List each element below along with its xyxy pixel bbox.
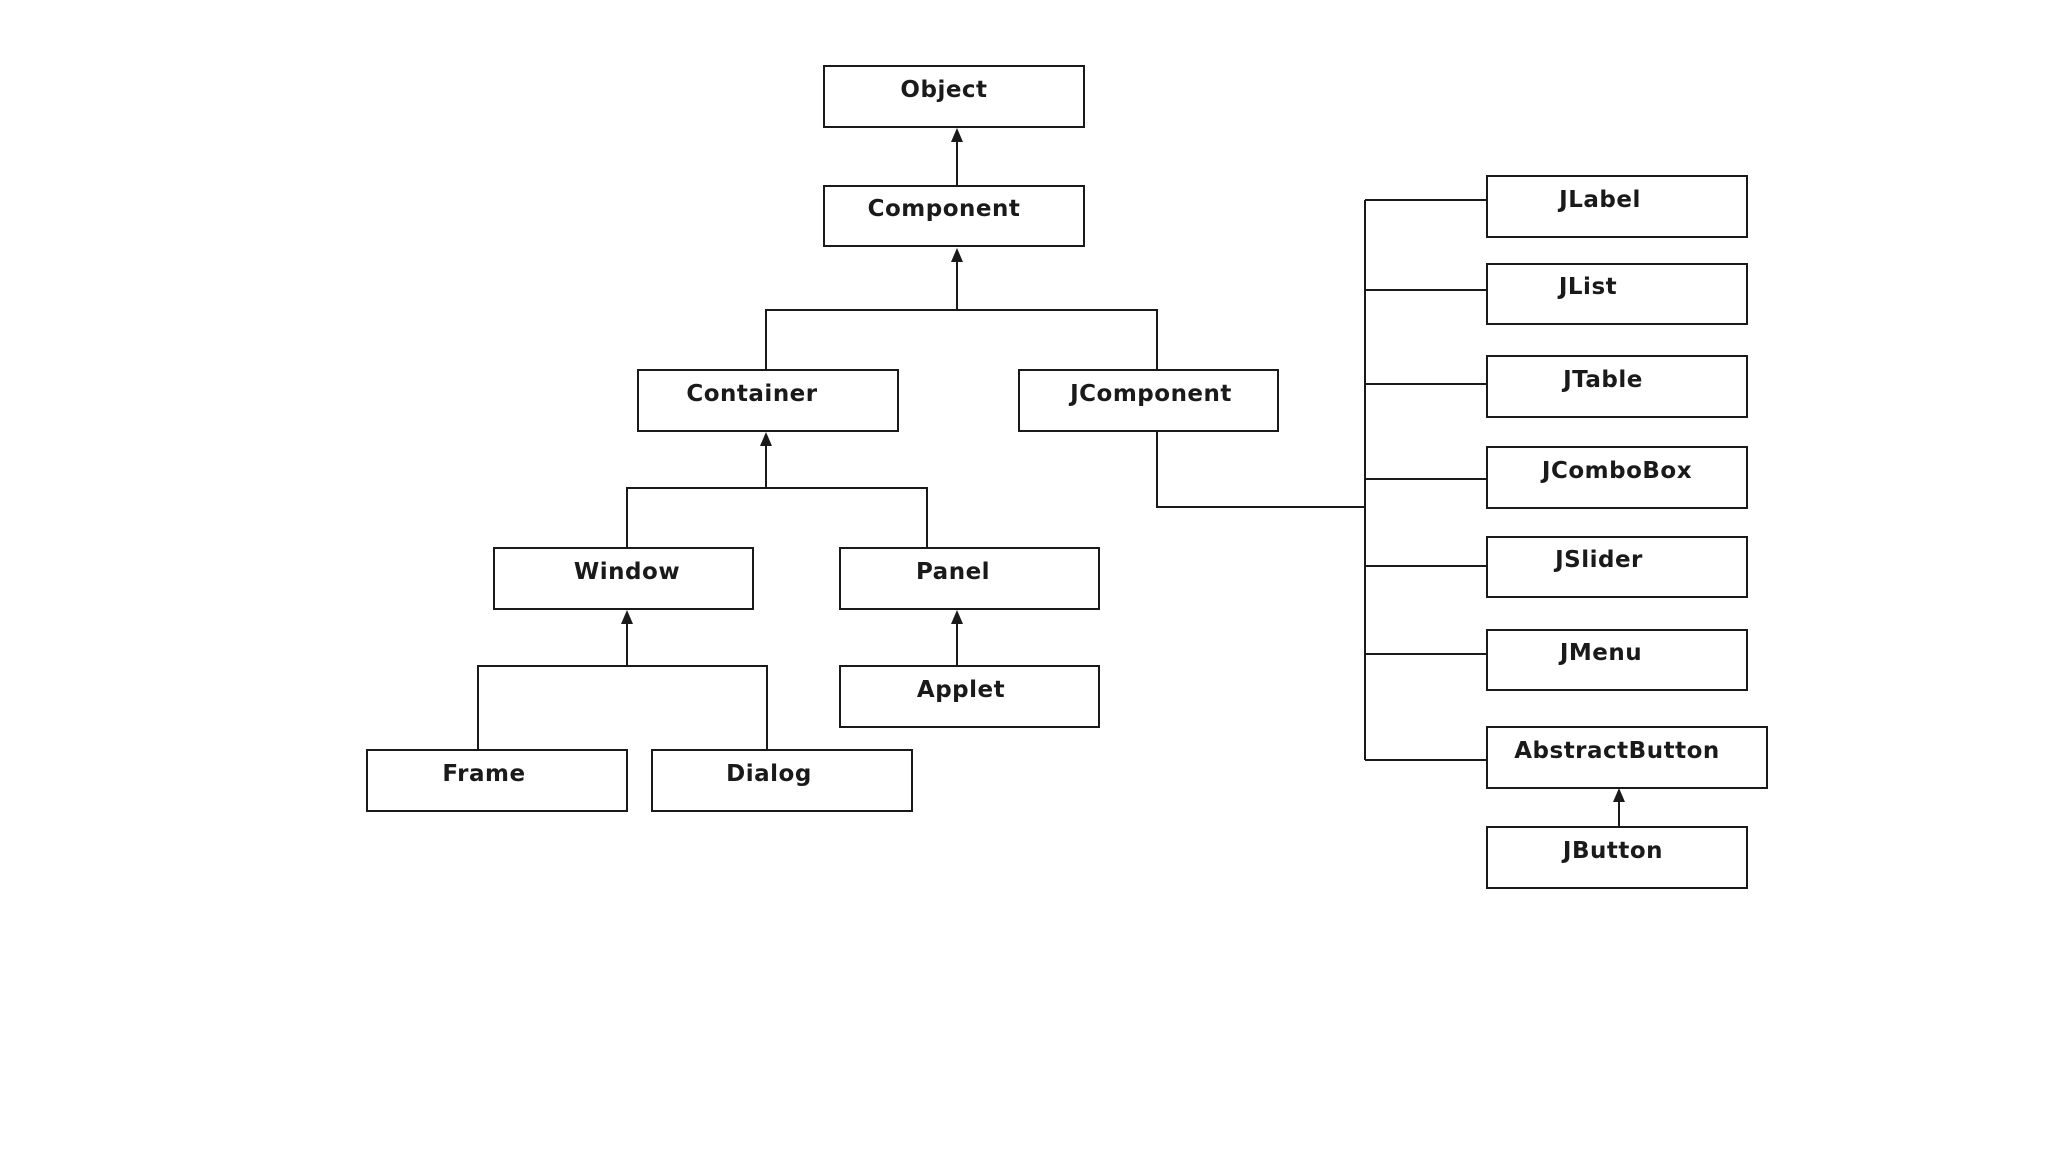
class-node-frame: Frame [366, 749, 628, 812]
arrowhead-window [621, 610, 633, 624]
class-label-jslider: JSlider [1553, 547, 1643, 573]
class-label-container: Container [686, 381, 817, 407]
class-label-frame: Frame [442, 761, 525, 787]
class-label-dialog: Dialog [726, 761, 812, 787]
class-label-window: Window [574, 559, 680, 585]
class-node-jmenu: JMenu [1486, 629, 1748, 691]
arrowhead-object [951, 128, 963, 142]
arrowhead-container [760, 432, 772, 446]
class-node-jtable: JTable [1486, 355, 1748, 418]
edge-container-jcomponent-component [765, 252, 1158, 370]
class-node-abstractbutton: AbstractButton [1486, 726, 1768, 789]
class-label-jcombobox: JComboBox [1540, 458, 1692, 484]
class-label-jlabel: JLabel [1557, 187, 1641, 213]
class-node-object: Object [823, 65, 1085, 128]
class-label-jmenu: JMenu [1558, 640, 1642, 666]
class-node-component: Component [823, 185, 1085, 247]
edge-frame-dialog-window [477, 614, 768, 750]
class-node-window: Window [493, 547, 754, 610]
class-node-jlabel: JLabel [1486, 175, 1748, 238]
class-label-jcomponent: JComponent [1068, 381, 1232, 407]
class-label-object: Object [900, 77, 987, 103]
class-label-jlist: JList [1557, 274, 1617, 300]
class-label-abstractbutton: AbstractButton [1514, 738, 1720, 764]
class-label-applet: Applet [917, 677, 1005, 703]
arrowhead-component [951, 248, 963, 262]
class-label-jbutton: JButton [1561, 838, 1663, 864]
class-label-jtable: JTable [1561, 367, 1643, 393]
class-label-panel: Panel [916, 559, 990, 585]
class-node-jcomponent: JComponent [1018, 369, 1279, 432]
edge-jcomponent-trunk [1156, 199, 1487, 761]
class-node-jcombobox: JComboBox [1486, 446, 1748, 509]
class-node-jslider: JSlider [1486, 536, 1748, 598]
class-node-panel: Panel [839, 547, 1100, 610]
class-node-jbutton: JButton [1486, 826, 1748, 889]
edge-window-panel-container [626, 436, 928, 548]
class-node-applet: Applet [839, 665, 1100, 728]
class-label-component: Component [868, 196, 1021, 222]
class-node-container: Container [637, 369, 899, 432]
arrowhead-panel [951, 610, 963, 624]
class-node-jlist: JList [1486, 263, 1748, 325]
class-node-dialog: Dialog [651, 749, 913, 812]
arrowhead-abstractbutton [1613, 788, 1625, 802]
connectors [477, 128, 1625, 827]
